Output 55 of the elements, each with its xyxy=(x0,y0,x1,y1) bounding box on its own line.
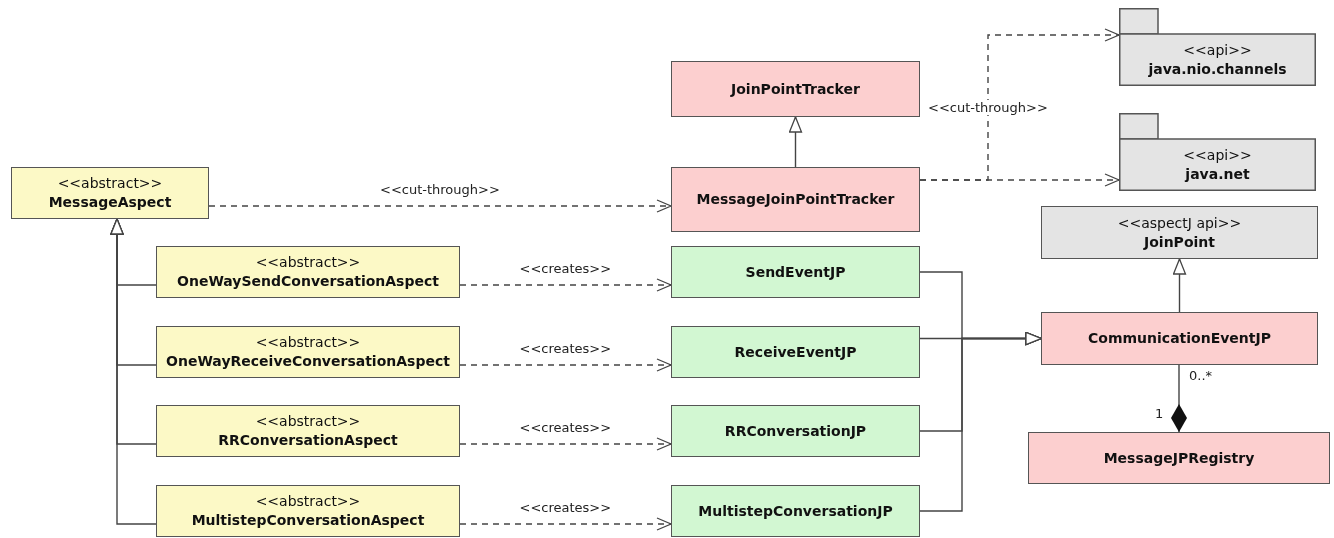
stereotype-label: <<abstract>> xyxy=(255,492,361,511)
dependency-arrow xyxy=(459,517,672,531)
class-box xyxy=(671,405,920,457)
class-box xyxy=(1028,432,1330,484)
class-name: java.nio.channels xyxy=(1148,60,1287,79)
class-box xyxy=(156,246,460,298)
dependency-arrow xyxy=(459,358,672,372)
dependency-arrow xyxy=(459,437,672,451)
class-name: SendEventJP xyxy=(745,262,846,282)
stereotype-label: <<api>> xyxy=(1183,41,1252,60)
generalization-arrow xyxy=(788,116,803,168)
generalization-arrow xyxy=(110,218,157,525)
stereotype-label: <<abstract>> xyxy=(255,412,361,431)
class-name: ReceiveEventJP xyxy=(734,342,857,362)
multiplicity-label: 0..* xyxy=(1189,368,1213,383)
class-name: JoinPointTracker xyxy=(731,79,860,99)
dependency-arrow xyxy=(919,173,1120,187)
stereotype-label: <<abstract>> xyxy=(57,174,163,193)
class-name: CommunicationEventJP xyxy=(1088,329,1271,348)
dependency-arrow xyxy=(459,278,672,292)
stereotype-label: <<aspectJ api>> xyxy=(1117,213,1242,233)
class-name: MultistepConversationAspect xyxy=(191,511,425,530)
class-box xyxy=(671,167,920,232)
class-name: java.net xyxy=(1185,165,1250,184)
class-name: RRConversationJP xyxy=(724,421,867,441)
class-name: OneWayReceiveConversationAspect xyxy=(166,352,450,371)
class-box xyxy=(671,246,920,298)
class-name: RRConversationAspect xyxy=(218,431,398,450)
stereotype-label: <<api>> xyxy=(1183,146,1252,165)
class-name: MessageJoinPointTracker xyxy=(696,190,895,209)
multiplicity-label: 1 xyxy=(1155,406,1164,421)
class-box xyxy=(671,326,920,378)
class-box xyxy=(156,405,460,457)
stereotype-label: <<abstract>> xyxy=(255,253,361,272)
class-box xyxy=(1041,312,1318,365)
edge-label: <<cut-through>> xyxy=(926,99,1050,115)
package-box xyxy=(1119,113,1316,191)
class-box xyxy=(11,167,209,219)
class-name: MessageJPRegistry xyxy=(1103,448,1255,468)
composition-line xyxy=(1171,364,1187,433)
class-name: MultistepConversationJP xyxy=(698,501,893,521)
class-box xyxy=(671,61,920,117)
stereotype-label: <<abstract>> xyxy=(255,333,361,352)
class-box xyxy=(156,326,460,378)
class-box xyxy=(1041,206,1318,259)
class-name: OneWaySendConversationAspect xyxy=(177,272,439,291)
class-name: JoinPoint xyxy=(1144,232,1215,252)
generalization-arrow xyxy=(919,331,1042,512)
class-name: MessageAspect xyxy=(48,193,172,212)
class-box xyxy=(156,485,460,537)
edge-label: <<cut-through>> xyxy=(378,182,502,197)
dependency-arrow xyxy=(208,199,672,213)
generalization-arrow xyxy=(1172,258,1187,313)
package-box xyxy=(1119,8,1316,86)
class-box xyxy=(671,485,920,537)
